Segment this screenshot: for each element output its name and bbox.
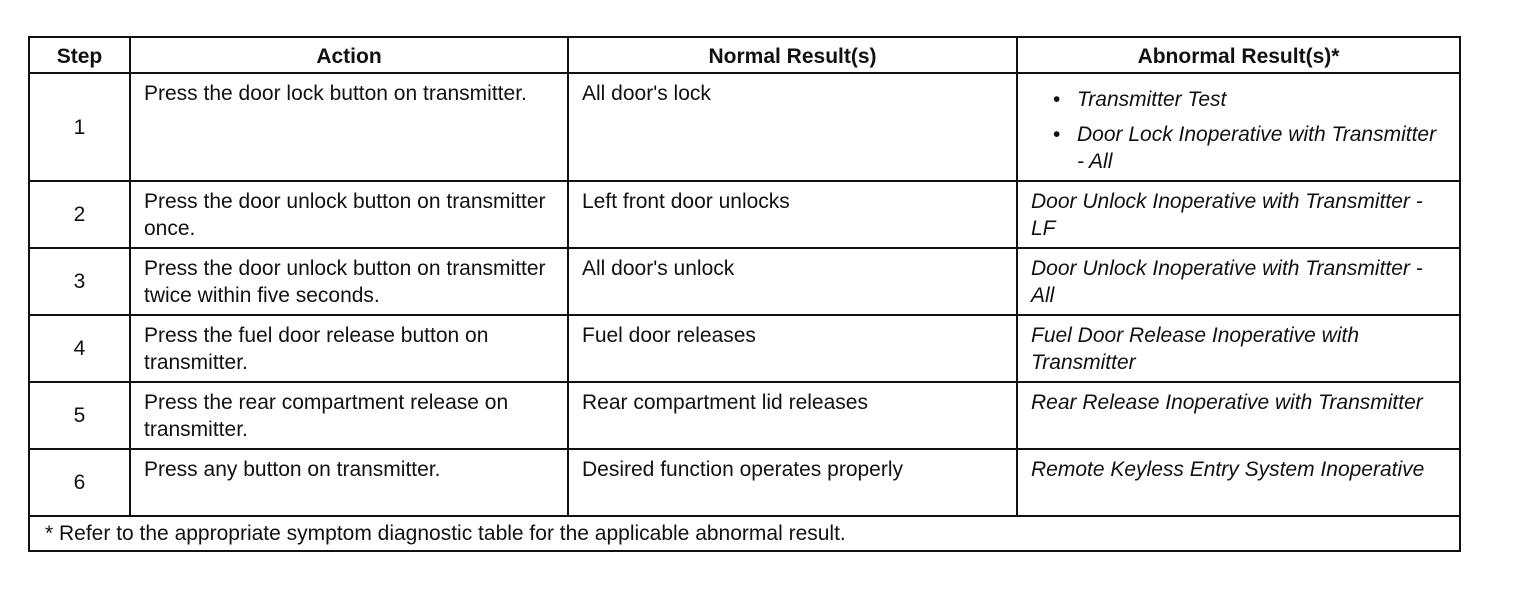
table-row: 1 Press the door lock button on transmit… <box>28 72 1461 182</box>
action-cell: Press the door lock button on transmitte… <box>129 72 569 182</box>
step-number: 1 <box>28 72 131 182</box>
abnormal-result-link-text: Transmitter Test <box>1077 88 1227 111</box>
action-cell: Press the rear compartment release on tr… <box>129 381 569 450</box>
table-row: 5 Press the rear compartment release on … <box>28 381 1461 450</box>
bullet-icon: • <box>1053 88 1061 111</box>
step-number: 3 <box>28 247 131 316</box>
table-row: 2 Press the door unlock button on transm… <box>28 180 1461 249</box>
normal-result-cell: All door's lock <box>567 72 1018 182</box>
action-cell: Press the door unlock button on transmit… <box>129 247 569 316</box>
normal-result-cell: Fuel door releases <box>567 314 1018 383</box>
table-header-row: Step Action Normal Result(s) Abnormal Re… <box>28 36 1461 74</box>
step-number: 6 <box>28 448 131 517</box>
abnormal-result-cell: Rear Release Inoperative with Transmitte… <box>1016 381 1461 450</box>
abnormal-result-link-text: Door Lock Inoperative with Transmitter -… <box>1077 123 1437 173</box>
abnormal-result-cell: • Transmitter Test • Door Lock Inoperati… <box>1016 72 1461 182</box>
normal-result-cell: Rear compartment lid releases <box>567 381 1018 450</box>
table-row: 4 Press the fuel door release button on … <box>28 314 1461 383</box>
abnormal-result-cell: Door Unlock Inoperative with Transmitter… <box>1016 180 1461 249</box>
action-cell: Press the fuel door release button on tr… <box>129 314 569 383</box>
footnote: * Refer to the appropriate symptom diagn… <box>28 515 1461 552</box>
normal-result-cell: Left front door unlocks <box>567 180 1018 249</box>
normal-result-cell: All door's unlock <box>567 247 1018 316</box>
normal-result-cell: Desired function operates properly <box>567 448 1018 517</box>
step-number: 5 <box>28 381 131 450</box>
step-number: 4 <box>28 314 131 383</box>
header-abnormal-results: Abnormal Result(s)* <box>1016 36 1461 74</box>
header-action: Action <box>129 36 569 74</box>
table-row: 6 Press any button on transmitter. Desir… <box>28 448 1461 517</box>
list-item: • Door Lock Inoperative with Transmitter… <box>1053 121 1447 175</box>
step-number: 2 <box>28 180 131 249</box>
header-normal-results: Normal Result(s) <box>567 36 1018 74</box>
bullet-icon: • <box>1053 123 1061 146</box>
abnormal-result-list: • Transmitter Test • Door Lock Inoperati… <box>1031 86 1447 175</box>
diagnostic-table: Step Action Normal Result(s) Abnormal Re… <box>28 36 1461 552</box>
abnormal-result-cell: Remote Keyless Entry System Inoperative <box>1016 448 1461 517</box>
abnormal-result-cell: Fuel Door Release Inoperative with Trans… <box>1016 314 1461 383</box>
footnote-row: * Refer to the appropriate symptom diagn… <box>28 515 1461 552</box>
action-cell: Press the door unlock button on transmit… <box>129 180 569 249</box>
table-row: 3 Press the door unlock button on transm… <box>28 247 1461 316</box>
header-step: Step <box>28 36 131 74</box>
list-item: • Transmitter Test <box>1053 86 1447 113</box>
action-cell: Press any button on transmitter. <box>129 448 569 517</box>
abnormal-result-cell: Door Unlock Inoperative with Transmitter… <box>1016 247 1461 316</box>
